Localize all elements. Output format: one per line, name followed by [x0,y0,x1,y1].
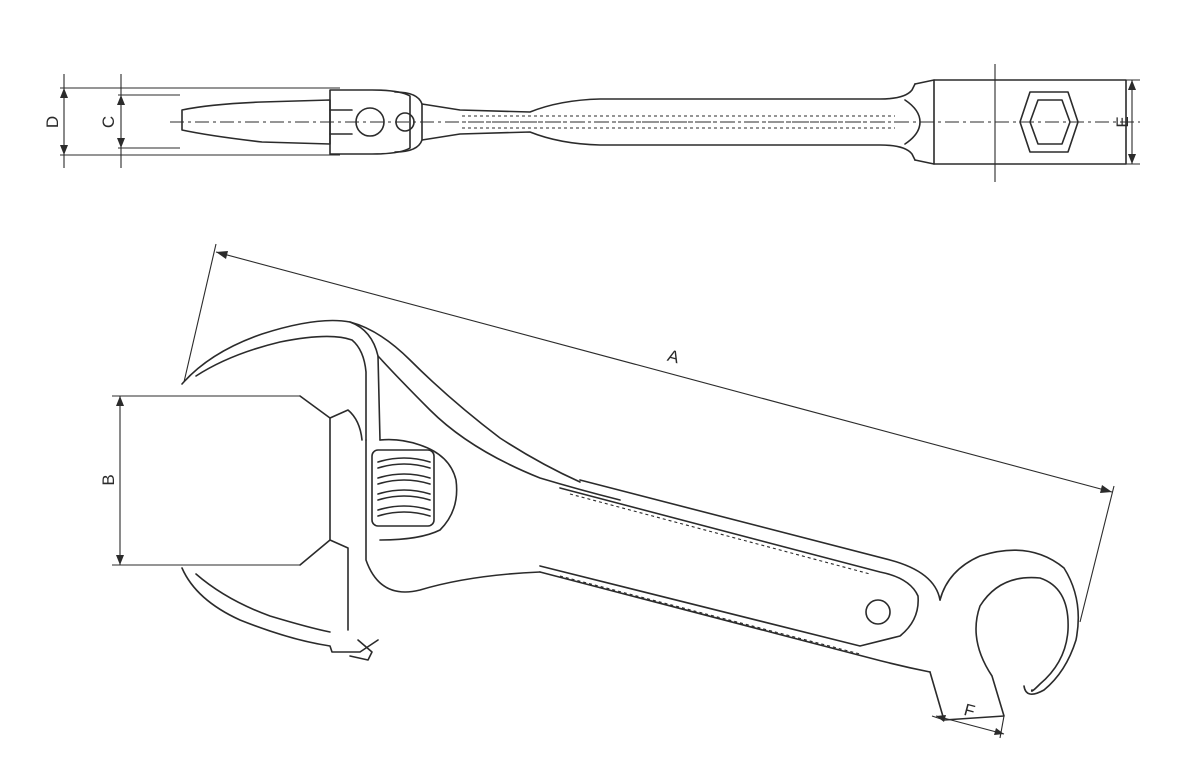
lower-jaw [181,567,379,653]
dimension-e: E [1090,79,1140,165]
handle-profile [421,83,916,161]
label-a: A [665,346,682,367]
label-b: B [99,474,118,485]
dimension-c: C [99,74,125,168]
label-c: C [99,116,118,128]
hook-end [929,576,1069,721]
worm-screw [371,449,435,527]
handle-outline [539,487,919,647]
dimension-d: D [43,74,68,168]
jaw-opening [299,395,331,566]
upper-jaw [181,319,381,441]
label-e: E [1113,116,1132,127]
dimension-f: F [931,700,1005,739]
handle-hole [865,599,891,625]
label-f: F [962,700,977,721]
front-view: A B [99,243,1115,739]
label-d: D [43,116,62,128]
top-view: D C [43,64,1140,182]
dimension-b: B [99,395,300,566]
dimension-a: A [183,243,1115,623]
